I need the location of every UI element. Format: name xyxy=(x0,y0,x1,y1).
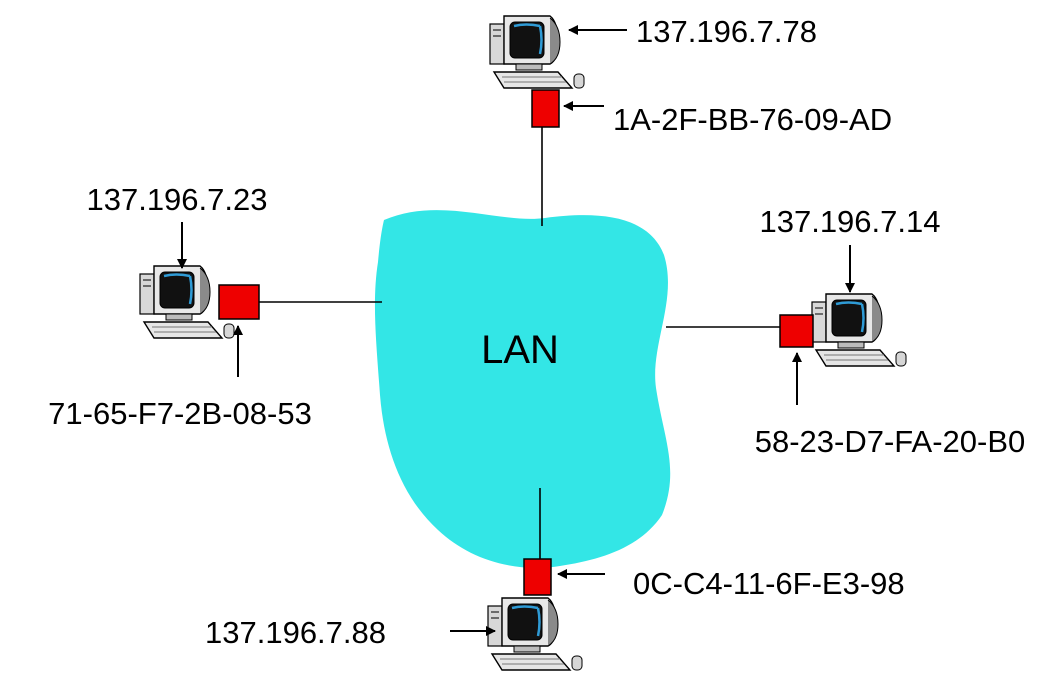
ip-address: 137.196.7.23 xyxy=(86,182,267,217)
network-adapter-icon xyxy=(779,314,814,348)
host-top: 137.196.7.78 1A-2F-BB-76-09-AD xyxy=(488,14,892,137)
ip-address: 137.196.7.78 xyxy=(636,14,817,49)
desktop-computer-icon xyxy=(810,292,908,368)
host-bottom: 0C-C4-11-6F-E3-98 137.196.7.88 xyxy=(205,558,905,672)
desktop-computer-icon xyxy=(486,596,584,672)
lan-cloud-icon xyxy=(374,210,671,568)
mac-address: 1A-2F-BB-76-09-AD xyxy=(613,102,892,137)
network-adapter-icon xyxy=(523,558,552,596)
mac-address: 0C-C4-11-6F-E3-98 xyxy=(633,566,905,601)
ip-address: 137.196.7.14 xyxy=(759,204,940,239)
mac-address: 58-23-D7-FA-20-B0 xyxy=(755,424,1026,459)
network-adapter-icon xyxy=(218,284,260,320)
host-left: 137.196.7.23 71-65-F7-2B-08-53 xyxy=(48,182,312,431)
lan-label: LAN xyxy=(481,328,559,372)
desktop-computer-icon xyxy=(488,14,586,90)
network-adapter-icon xyxy=(531,89,560,128)
ip-address: 137.196.7.88 xyxy=(205,615,386,650)
host-right: 137.196.7.14 58-23-D7-FA-20-B0 xyxy=(755,204,1026,459)
mac-address: 71-65-F7-2B-08-53 xyxy=(48,396,312,431)
